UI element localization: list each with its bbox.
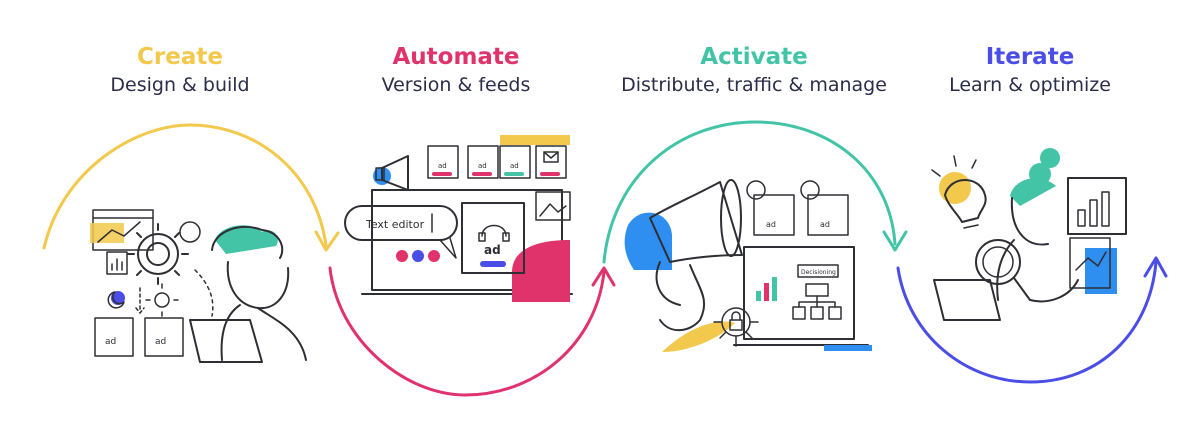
automate-illustration: ad ad ad xyxy=(344,135,573,302)
person-iterate xyxy=(996,148,1060,301)
magnifier-icon xyxy=(975,239,1031,301)
arrow-create-icon xyxy=(314,230,340,252)
create-card-label-1: ad xyxy=(105,337,116,347)
image-icon xyxy=(535,191,571,221)
arrow-automate-icon xyxy=(591,266,616,287)
text-editor-label: Text editor xyxy=(365,218,425,231)
envelope-icon xyxy=(543,151,559,163)
arrow-iterate-icon xyxy=(1143,256,1168,278)
laptop-icon xyxy=(189,319,263,363)
gear-icon xyxy=(746,180,820,200)
decisioning-label: Decisioning xyxy=(801,269,836,276)
create-illustration: ad ad xyxy=(90,209,307,363)
shield-lock-icon xyxy=(713,307,759,347)
lightbulb-icon xyxy=(931,155,987,229)
laptop-icon xyxy=(933,279,1001,321)
stage-subtitle-iterate: Learn & optimize xyxy=(949,74,1111,96)
sun-icon xyxy=(145,283,179,317)
stage-title-automate: Automate xyxy=(392,44,520,70)
bar-chart-icon xyxy=(756,277,777,301)
stage-subtitle-create: Design & build xyxy=(110,74,250,96)
arc-activate xyxy=(602,120,897,264)
arc-iterate xyxy=(896,260,1158,384)
activate-card-label-2: ad xyxy=(820,220,830,229)
person-create xyxy=(211,225,307,361)
moon-icon xyxy=(107,291,125,309)
ad-card-label: ad xyxy=(484,243,501,257)
thumb-label-2: ad xyxy=(478,162,487,170)
megaphone-icon xyxy=(373,155,409,191)
bar-chart-icon xyxy=(106,251,128,275)
ad-thumbnails: ad ad ad xyxy=(427,145,567,179)
bar-chart-icon xyxy=(1077,191,1110,227)
thumb-label-3: ad xyxy=(510,162,519,170)
stage-title-activate: Activate xyxy=(700,44,808,70)
thumb-label-1: ad xyxy=(438,162,447,170)
megaphone-icon xyxy=(649,179,743,332)
gear-icon xyxy=(127,221,201,285)
iterate-illustration xyxy=(931,148,1127,321)
stage-subtitle-automate: Version & feeds xyxy=(381,74,531,96)
stage-subtitle-activate: Distribute, traffic & manage xyxy=(621,74,887,96)
arrow-activate-icon xyxy=(882,230,908,252)
activate-illustration: ad ad Decisioning xyxy=(624,179,872,352)
create-card-label-2: ad xyxy=(155,337,166,347)
org-chart-icon xyxy=(792,283,842,320)
headphones-icon xyxy=(478,224,510,242)
arc-automate xyxy=(328,266,606,397)
arc-create xyxy=(42,123,328,250)
stage-title-create: Create xyxy=(137,44,223,70)
stage-title-iterate: Iterate xyxy=(985,44,1075,70)
activate-card-label-1: ad xyxy=(766,220,776,229)
